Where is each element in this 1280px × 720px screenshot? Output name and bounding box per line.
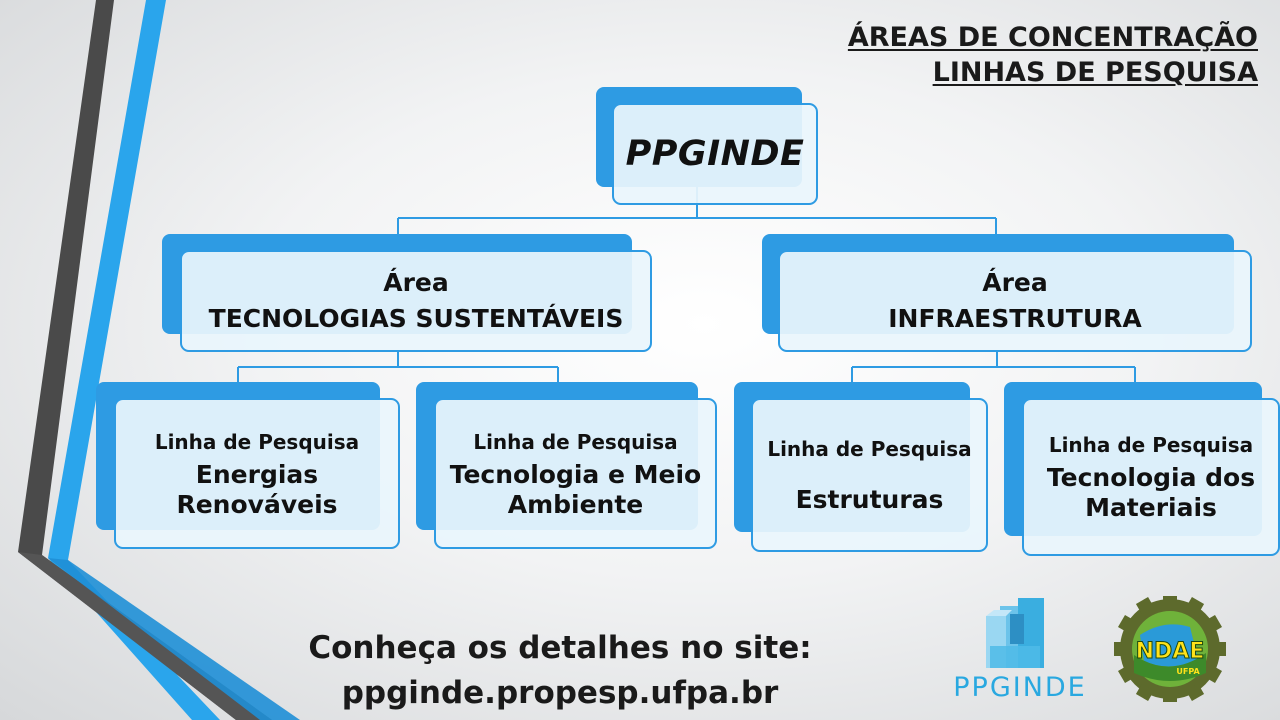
area-name: TECNOLOGIAS SUSTENTÁVEIS	[208, 304, 624, 333]
ndae-logo-text: NDAE	[1136, 639, 1205, 664]
line-name: Energias Renováveis	[176, 459, 338, 519]
area-label: Área	[383, 268, 449, 297]
line-label: Linha de Pesquisa	[473, 429, 678, 454]
ppginde-logo-text: PPGINDE	[953, 672, 1087, 703]
line-name: Estruturas	[795, 485, 944, 514]
root-title: PPGINDE	[625, 134, 805, 174]
slide-header: ÁREAS DE CONCENTRAÇÃO LINHAS DE PESQUISA	[848, 20, 1258, 90]
area-name: INFRAESTRUTURA	[888, 304, 1142, 333]
line-label: Linha de Pesquisa	[154, 429, 360, 454]
area-label: Área	[982, 268, 1048, 297]
ppginde-logo-icon	[986, 598, 1044, 668]
line-name: Tecnologia e Meio Ambiente	[449, 459, 702, 519]
line-label: Linha de Pesquisa	[767, 437, 972, 461]
header-concentration-areas: ÁREAS DE CONCENTRAÇÃO	[847, 22, 1258, 53]
line-label: Linha de Pesquisa	[1048, 433, 1254, 457]
footer-website: ppginde.propesp.ufpa.br	[341, 675, 779, 711]
ndae-logo-icon: NDAE UFPA	[1114, 596, 1226, 702]
line-name: Tecnologia dos Materiais	[1046, 463, 1256, 522]
header-research-lines: LINHAS DE PESQUISA	[932, 57, 1258, 88]
footer: Conheça os detalhes no site: ppginde.pro…	[280, 626, 840, 716]
ndae-logo-subtext: UFPA	[1176, 667, 1200, 676]
decorative-stripes	[18, 0, 300, 720]
footer-details-text: Conheça os detalhes no site:	[308, 630, 812, 666]
